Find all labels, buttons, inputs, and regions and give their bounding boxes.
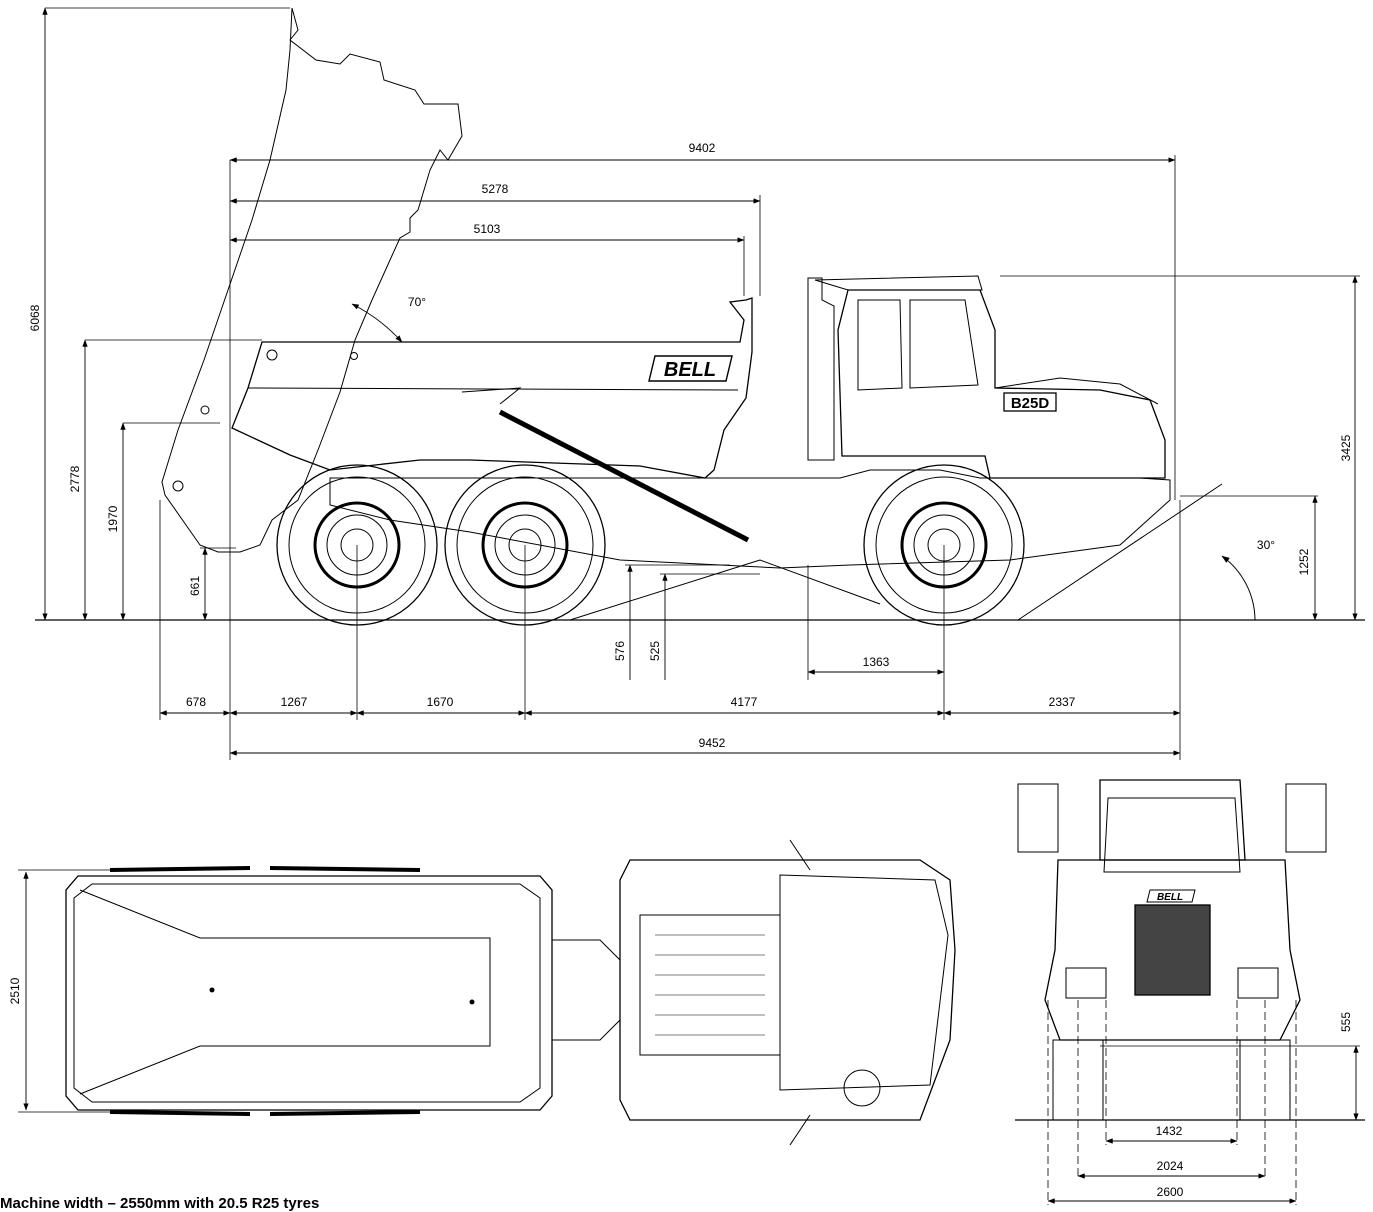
tipped-bin-pivot-2 [200, 405, 210, 415]
bell-body-logo-text: BELL [664, 359, 716, 381]
front-light-left [1065, 967, 1107, 999]
label-5103: 5103 [474, 222, 501, 236]
body-hole-2 [350, 352, 358, 360]
exhaust-stack [807, 277, 835, 461]
front-bell-logo: BELL [1146, 889, 1196, 903]
label-tip-angle: 70° [408, 295, 426, 309]
label-525: 525 [648, 641, 662, 661]
top-tyres-left [109, 866, 421, 1116]
footnote: Machine width – 2550mm with 20.5 R25 tyr… [0, 1195, 320, 1212]
label-2778: 2778 [68, 465, 82, 492]
label-2337: 2337 [1049, 695, 1076, 709]
front-cab-outline [1099, 779, 1246, 861]
body-hole-1 [266, 349, 278, 361]
dimension-lines [42, 7, 1358, 756]
top-cab [779, 874, 949, 1091]
ramp-line-front [759, 559, 881, 605]
front-mirror-left [1017, 783, 1059, 853]
top-fuel-tank [843, 1069, 881, 1107]
front-windscreen [1103, 797, 1241, 873]
cab-window-front [909, 299, 979, 389]
front-grille [1134, 904, 1211, 996]
hoist-cylinder-guide [461, 387, 522, 405]
hoist-cylinder [498, 409, 750, 543]
cab-roof [814, 275, 983, 291]
chassis-frame [329, 469, 1171, 569]
top-bin-frame [73, 883, 541, 1103]
front-bell-logo-text: BELL [1157, 892, 1183, 903]
label-1670: 1670 [427, 695, 454, 709]
top-engine-hood [639, 914, 781, 1056]
label-9402: 9402 [689, 141, 716, 155]
cab [837, 289, 1166, 479]
label-approach-angle: 30° [1257, 538, 1275, 552]
label-555: 555 [1339, 1012, 1353, 1032]
front-extension-lines [1047, 1000, 1297, 1205]
top-mirror-arms [789, 839, 811, 1146]
extension-lines [45, 7, 1360, 760]
dump-body [231, 297, 753, 479]
tipped-bin-outline [161, 7, 463, 553]
label-1432: 1432 [1156, 1124, 1183, 1138]
label-661: 661 [188, 576, 202, 596]
side-view-labels: 9402 5278 5103 70° 30° 6068 2778 1970 66… [28, 141, 1353, 750]
label-1363: 1363 [863, 655, 890, 669]
top-view: 2510 [8, 839, 956, 1146]
tipped-bin-pivot-1 [172, 480, 184, 492]
approach-angle-arc [1221, 555, 1256, 621]
front-mirror-right [1285, 783, 1327, 853]
approach-line [1017, 483, 1223, 621]
label-1252: 1252 [1297, 548, 1311, 575]
side-view: BELL B25D [28, 7, 1365, 760]
label-3425: 3425 [1339, 434, 1353, 461]
top-hitch [552, 939, 621, 1041]
front-light-right [1237, 967, 1279, 999]
label-678: 678 [186, 695, 206, 709]
top-bin-outline [65, 875, 553, 1111]
bell-body-logo: BELL [648, 355, 733, 382]
label-9452: 9452 [699, 736, 726, 750]
top-front-frame [619, 859, 956, 1121]
label-1970: 1970 [106, 505, 120, 532]
front-view: BELL 555 1432 2024 2600 [1015, 779, 1365, 1205]
label-2600: 2600 [1157, 1185, 1184, 1199]
top-bin-bolt-2 [469, 999, 475, 1005]
label-6068: 6068 [28, 304, 42, 331]
label-1267: 1267 [281, 695, 308, 709]
label-2024: 2024 [1157, 1159, 1184, 1173]
model-badge-text: B25D [1011, 395, 1050, 412]
tip-angle-arc [351, 303, 403, 343]
top-hood-grille [655, 934, 765, 1036]
model-badge: B25D [1003, 392, 1057, 412]
top-bin-bolt-1 [209, 987, 215, 993]
dump-body-inner-line [247, 387, 739, 391]
label-4177: 4177 [731, 695, 758, 709]
label-5278: 5278 [482, 182, 509, 196]
label-576: 576 [613, 641, 627, 661]
cab-window-rear [857, 299, 903, 391]
bonnet [994, 377, 1159, 405]
top-bin-floor [79, 889, 491, 1095]
label-2510: 2510 [8, 977, 22, 1004]
